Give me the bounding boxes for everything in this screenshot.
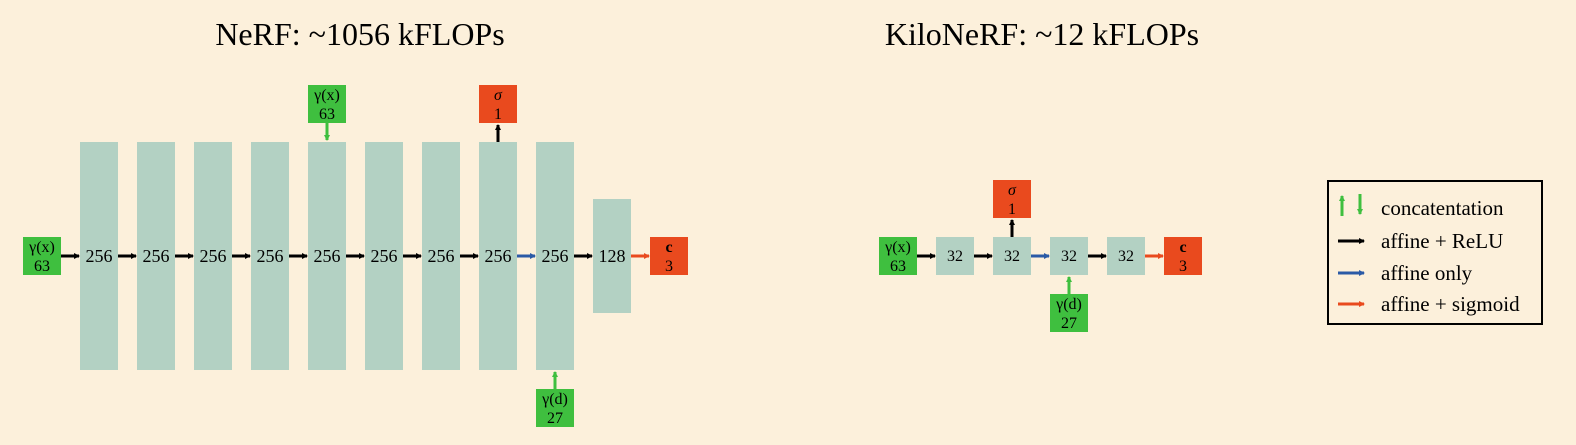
nerf-color-value: 3: [665, 258, 673, 275]
nerf-layer-label: 256: [371, 246, 398, 266]
nerf-layer-label: 256: [314, 246, 341, 266]
nerf-skip-x-value: 63: [319, 106, 335, 123]
kilonerf-diagram: KiloNeRF: ~12 kFLOPs γ(x) 63 32 32 32 32…: [879, 16, 1202, 332]
nerf-layer: [365, 142, 403, 370]
legend: concatentation affine + ReLU affine only…: [1327, 180, 1543, 325]
kilonerf-input-x-value: 63: [890, 258, 906, 275]
legend-sigmoid-label: affine + sigmoid: [1381, 292, 1520, 316]
nerf-layers: 256 256 256 256 256 256 256 256 256 128: [80, 142, 631, 370]
nerf-sigma-output: σ 1: [479, 85, 517, 142]
nerf-layer: [308, 142, 346, 370]
nerf-skip-x-symbol: γ(x): [313, 87, 340, 104]
nerf-input-x-symbol: γ(x): [28, 239, 55, 256]
nerf-layer-label: 256: [86, 246, 113, 266]
kilonerf-input-x: γ(x) 63: [879, 237, 917, 275]
nerf-layer-label: 256: [143, 246, 170, 266]
kilonerf-layer: [1050, 237, 1088, 275]
nerf-layer: [479, 142, 517, 370]
nerf-layer: [422, 142, 460, 370]
nerf-layer-label: 256: [485, 246, 512, 266]
kilonerf-layers: 32 32 32 32: [936, 237, 1145, 275]
kilonerf-layer-label: 32: [1061, 248, 1077, 265]
nerf-dir-value: 27: [547, 410, 563, 427]
nerf-layer: [80, 142, 118, 370]
nerf-color-symbol: c: [665, 239, 672, 256]
nerf-layer: [593, 199, 631, 313]
kilonerf-dir-input: γ(d) 27: [1050, 276, 1088, 332]
kilonerf-sigma-symbol: σ: [1008, 182, 1017, 199]
nerf-sigma-value: 1: [494, 106, 502, 123]
kilonerf-sigma-value: 1: [1008, 201, 1016, 218]
nerf-layer-label: 256: [257, 246, 284, 266]
legend-affine-label: affine only: [1381, 261, 1473, 285]
kilonerf-dir-symbol: γ(d): [1055, 296, 1082, 313]
nerf-layer: [251, 142, 289, 370]
kilonerf-layer-label: 32: [1118, 248, 1134, 265]
kilonerf-input-x-symbol: γ(x): [884, 239, 911, 256]
nerf-input-x-value: 63: [34, 258, 50, 275]
kilonerf-layer-label: 32: [1004, 248, 1020, 265]
kilonerf-color-output: c 3: [1164, 237, 1202, 275]
nerf-title: NeRF: ~1056 kFLOPs: [215, 16, 504, 52]
kilonerf-layer: [1107, 237, 1145, 275]
nerf-dir-symbol: γ(d): [541, 391, 568, 408]
kilonerf-layer: [936, 237, 974, 275]
nerf-diagram: NeRF: ~1056 kFLOPs γ(x) 63 256 256 256 2…: [23, 16, 688, 427]
nerf-color-output: c 3: [650, 237, 688, 275]
nerf-layer: [536, 142, 574, 370]
kilonerf-dir-value: 27: [1061, 315, 1077, 332]
nerf-dir-input: γ(d) 27: [536, 371, 574, 427]
legend-relu-label: affine + ReLU: [1381, 229, 1503, 253]
nerf-layer-label: 128: [599, 246, 626, 266]
nerf-layer-label: 256: [428, 246, 455, 266]
kilonerf-title: KiloNeRF: ~12 kFLOPs: [885, 16, 1199, 52]
nerf-layer: [194, 142, 232, 370]
kilonerf-sigma-output: σ 1: [993, 180, 1031, 237]
legend-concat-label: concatentation: [1381, 196, 1504, 220]
kilonerf-layer-label: 32: [947, 248, 963, 265]
kilonerf-color-symbol: c: [1179, 239, 1186, 256]
kilonerf-layer: [993, 237, 1031, 275]
nerf-sigma-symbol: σ: [494, 87, 503, 104]
nerf-layer-label: 256: [542, 246, 569, 266]
nerf-skip-input-x: γ(x) 63: [308, 85, 346, 141]
nerf-layer-label: 256: [200, 246, 227, 266]
nerf-layer: [137, 142, 175, 370]
kilonerf-color-value: 3: [1179, 258, 1187, 275]
nerf-input-x: γ(x) 63: [23, 237, 61, 275]
